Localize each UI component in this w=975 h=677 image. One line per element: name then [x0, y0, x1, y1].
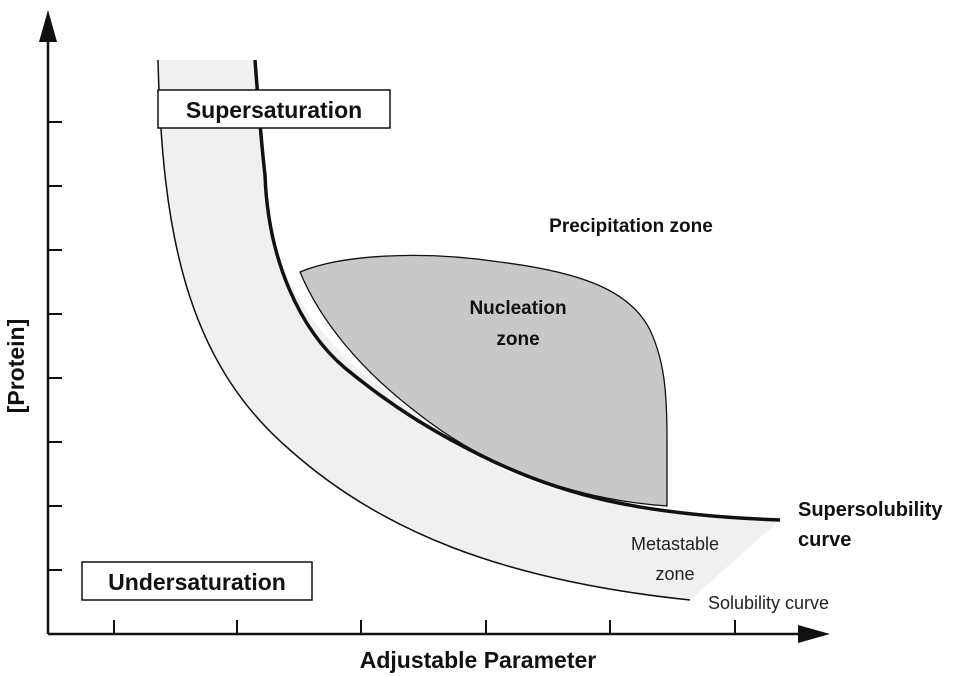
x-axis-label: Adjustable Parameter [360, 647, 597, 673]
undersaturation-box [81, 561, 313, 601]
y-axis-arrow [39, 10, 57, 42]
metastable-zone-label-line1: Metastable [631, 534, 719, 554]
undersaturation-label: Undersaturation [108, 569, 286, 595]
x-axis-arrow [798, 625, 830, 643]
metastable-zone [158, 60, 780, 600]
nucleation-zone [299, 254, 668, 507]
solubility-curve-label: Solubility curve [708, 593, 829, 613]
solubility-curve [157, 59, 691, 601]
supersaturation-label: Supersaturation [186, 97, 362, 123]
supersaturation-box [157, 89, 391, 129]
nucleation-zone-label-line1: Nucleation [469, 298, 566, 319]
nucleation-zone-label-line2: zone [496, 329, 539, 350]
metastable-zone-label-line2: zone [655, 564, 694, 584]
x-ticks [113, 620, 736, 634]
supersolubility-curve-label-line2: curve [798, 529, 851, 551]
supersolubility-curve [253, 59, 781, 522]
precipitation-zone-label: Precipitation zone [549, 216, 713, 237]
y-axis-label: [Protein] [3, 319, 29, 414]
y-ticks [48, 121, 62, 571]
supersolubility-curve-label-line1: Supersolubility [798, 499, 943, 521]
